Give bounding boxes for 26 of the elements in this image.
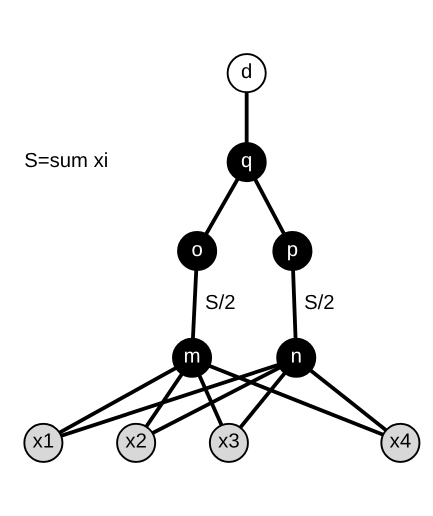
connector (198, 374, 224, 426)
node-circle: q (226, 142, 267, 182)
connector (244, 92, 249, 143)
node-circle: p (272, 231, 312, 272)
node-circle: x2 (116, 422, 156, 463)
connector (310, 369, 388, 432)
node-circle: x3 (208, 422, 249, 463)
connector (253, 178, 286, 234)
connector (204, 178, 240, 235)
connector (58, 366, 176, 434)
connector (152, 366, 281, 435)
connector (208, 364, 384, 436)
connector (144, 373, 184, 428)
connector (239, 372, 286, 428)
node-circle: x1 (23, 422, 64, 463)
connector (60, 363, 280, 438)
node-circle: n (276, 338, 316, 378)
node-circle: d (226, 53, 267, 94)
connector (191, 270, 198, 339)
node-circle: o (177, 231, 218, 272)
node-circle: m (172, 338, 212, 378)
node-circle: x4 (380, 422, 420, 463)
label: S=sum xi (24, 150, 108, 172)
edge-label: S/2 (205, 292, 236, 314)
edge-label: S/2 (304, 292, 335, 314)
connector (291, 270, 298, 339)
